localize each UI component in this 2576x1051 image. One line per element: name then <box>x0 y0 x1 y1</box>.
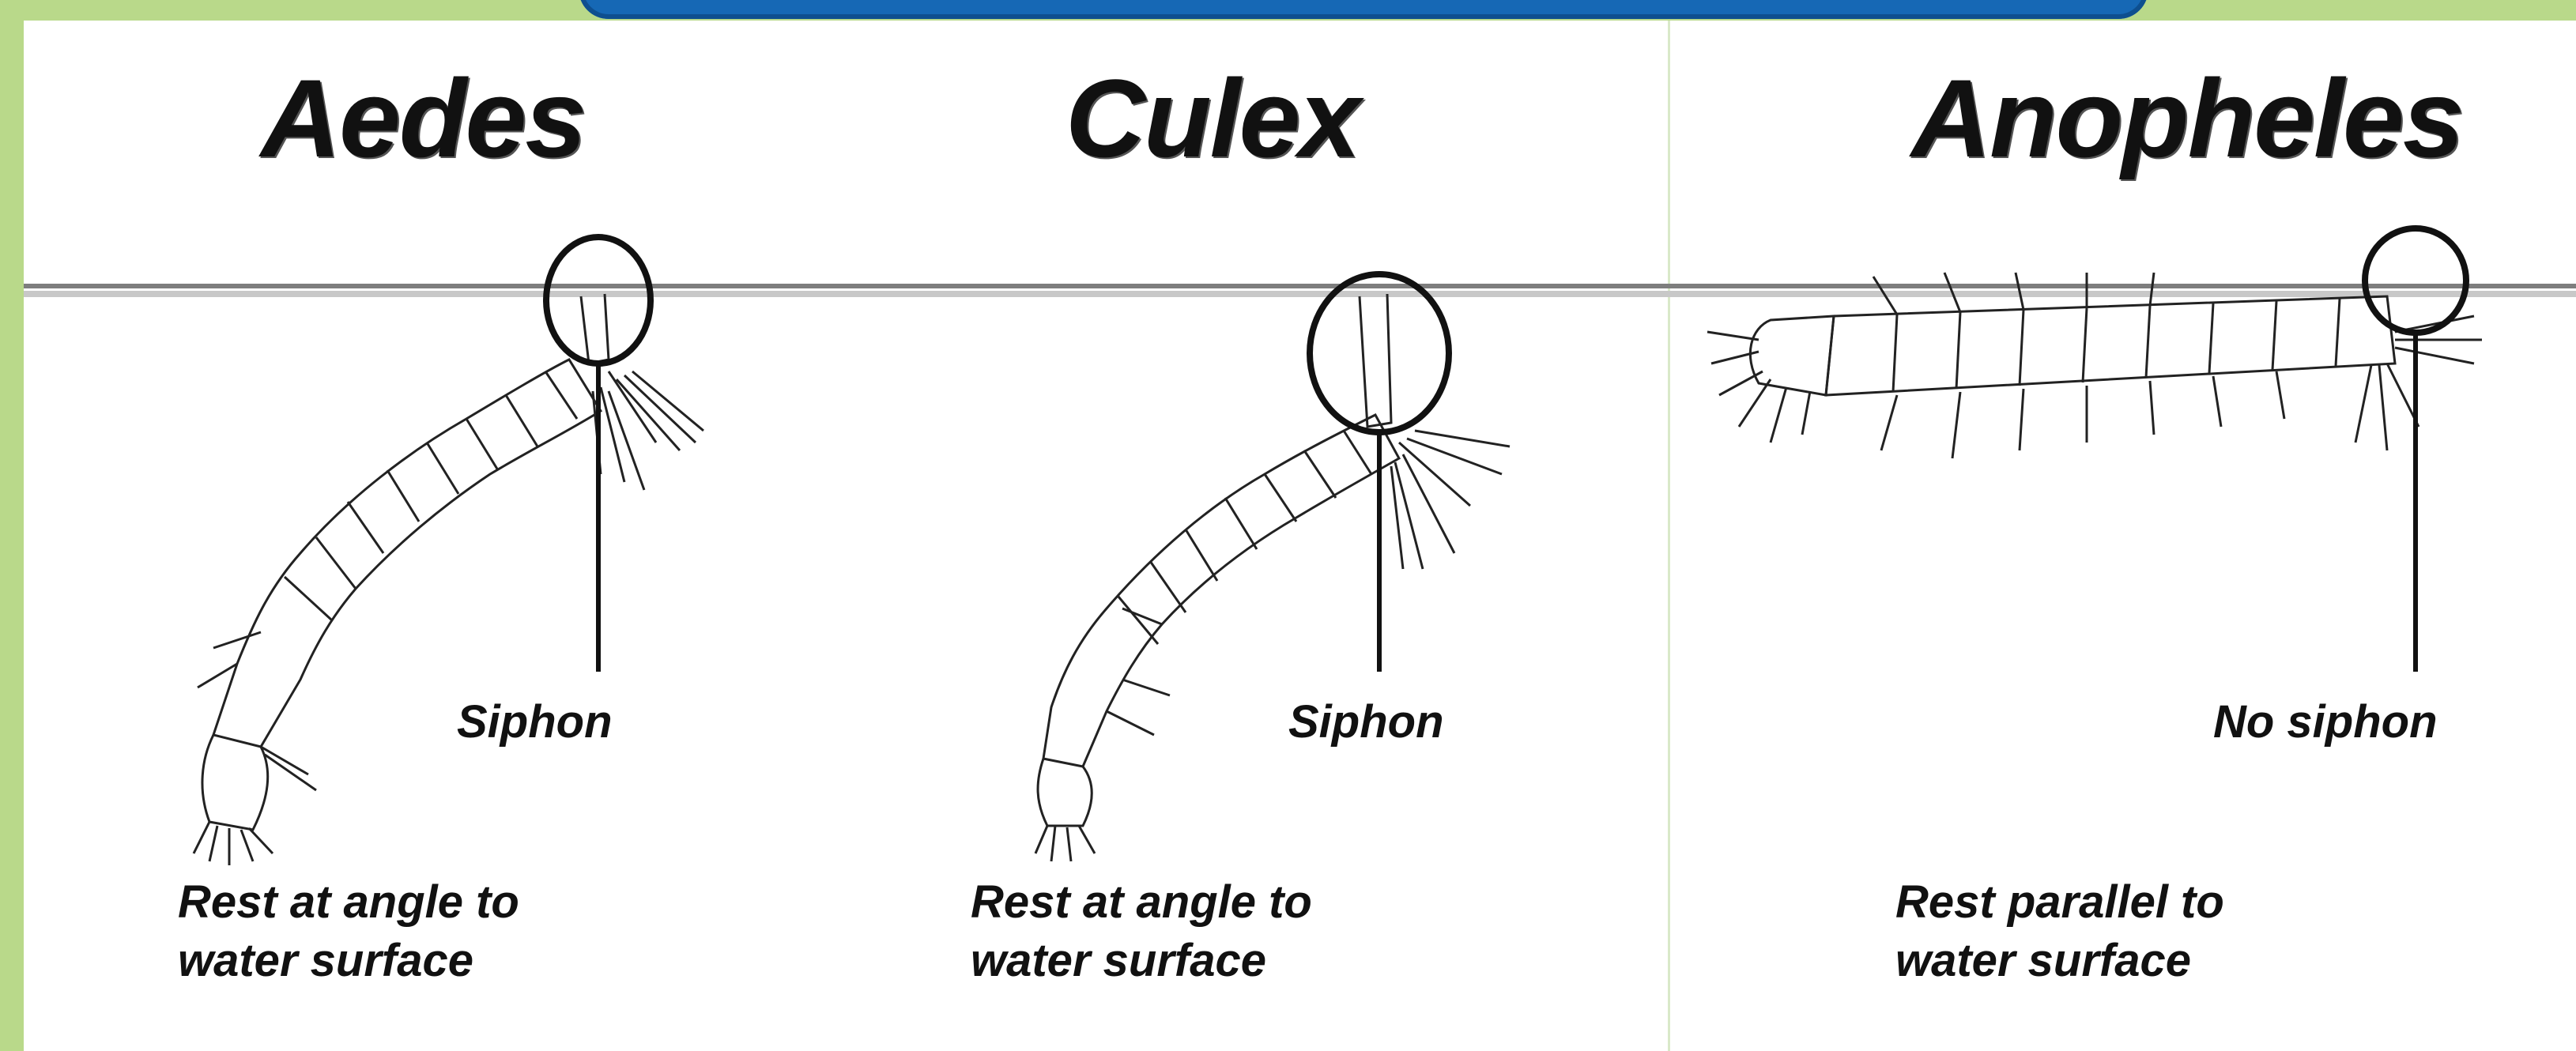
rest-line-1: Rest at angle to <box>178 873 731 932</box>
rest-line-2: water surface <box>1895 932 2449 990</box>
rest-label-culex: Rest at angle to water surface <box>971 873 1524 989</box>
culex-larva <box>1035 294 1510 861</box>
rest-label-anopheles: Rest parallel to water surface <box>1895 873 2449 989</box>
rest-line-2: water surface <box>971 932 1524 990</box>
water-surface-line <box>24 286 2576 294</box>
genus-title-aedes: Aedes <box>261 63 585 174</box>
siphon-label-culex: Siphon <box>1288 695 1444 748</box>
siphon-label-anopheles: No siphon <box>2213 695 2438 748</box>
rest-line-2: water surface <box>178 932 731 990</box>
rest-label-aedes: Rest at angle to water surface <box>178 873 731 989</box>
genus-title-culex: Culex <box>1065 63 1359 174</box>
rest-line-1: Rest parallel to <box>1895 873 2449 932</box>
siphon-label-aedes: Siphon <box>457 695 613 748</box>
rest-line-1: Rest at angle to <box>971 873 1524 932</box>
aedes-siphon-marker <box>546 237 651 672</box>
culex-siphon-marker <box>1310 274 1449 672</box>
genus-title-anopheles: Anopheles <box>1911 63 2463 174</box>
aedes-larva <box>194 294 703 865</box>
